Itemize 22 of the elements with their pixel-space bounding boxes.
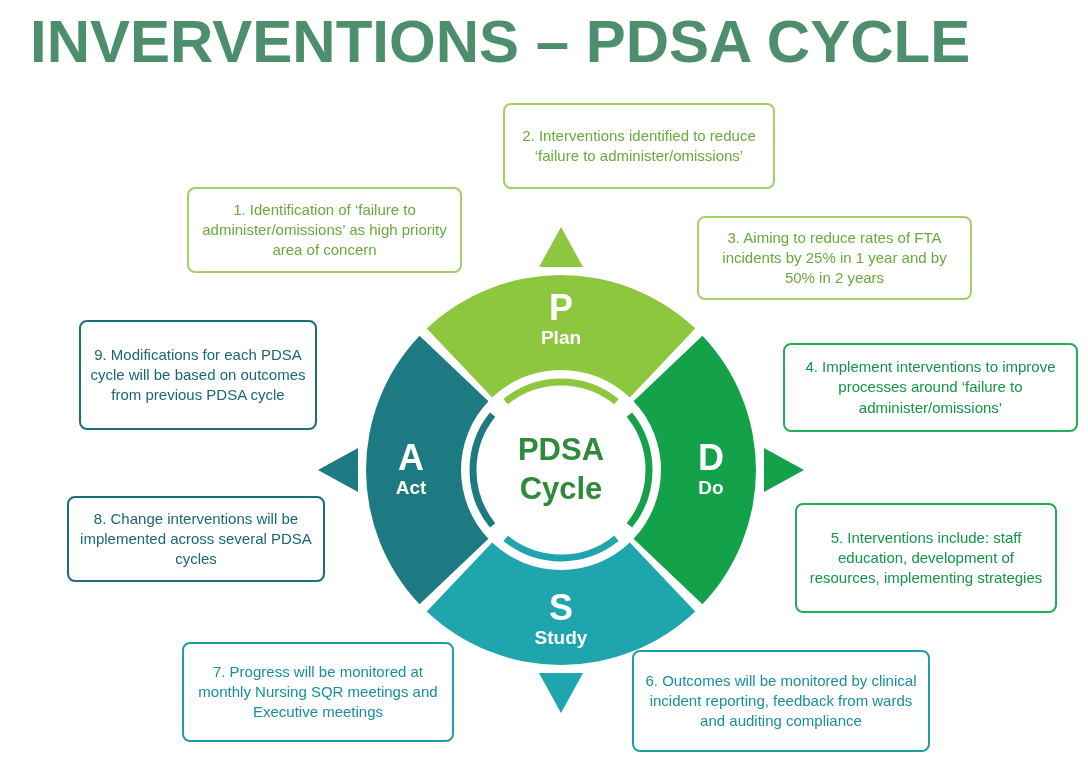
note-box: 8. Change interventions will be implemented across several PDSA cycles (67, 496, 325, 582)
segment-letter: D (698, 440, 724, 477)
arrow (539, 673, 583, 713)
segment-label: Act (395, 476, 427, 500)
segment-label: Plan (540, 326, 582, 350)
arrow (318, 448, 358, 492)
segment-letter: A (398, 440, 424, 477)
note-box: 2. Interventions identified to reduce ‘failure to administer/omissions’ (503, 103, 775, 189)
segment-label: Do (698, 476, 724, 500)
segment-letter: P (549, 290, 573, 327)
note-box: 4. Implement interventions to improve processes around ‘failure to administer/omissions’ (783, 343, 1078, 432)
title: INVERVENTIONS – PDSA CYCLE (30, 7, 971, 77)
arrow (539, 227, 583, 267)
note-box: 3. Aiming to reduce rates of FTA incidents by 25% in 1 year and by 50% in 2 years (697, 216, 972, 300)
note-box: 7. Progress will be monitored at monthly Nursing SQR meetings and Executive meetings (182, 642, 454, 742)
segment-label: Study (534, 626, 588, 650)
segment-letter: S (549, 590, 573, 627)
note-box: 6. Outcomes will be monitored by clinical incident reporting, feedback from wards and auditing compliance (632, 650, 930, 752)
note-box: 5. Interventions include: staff education, development of resources, implementing strategies (795, 503, 1057, 613)
arrow (764, 448, 804, 492)
note-box: 1. Identification of ‘failure to administer/omissions’ as high priority area of concern (187, 187, 462, 273)
note-box: 9. Modifications for each PDSA cycle will be based on outcomes from previous PDSA cycle (79, 320, 317, 430)
